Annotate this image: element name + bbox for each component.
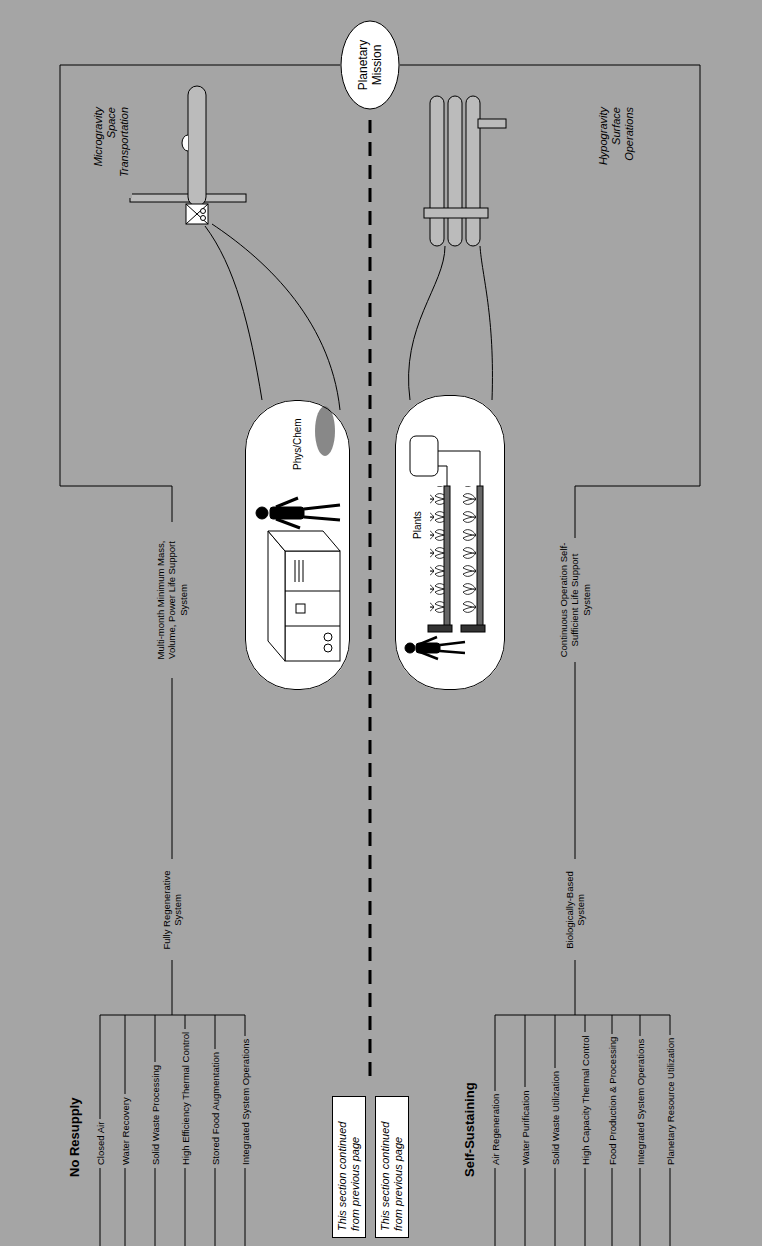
bubble-fill — [395, 395, 505, 690]
transport-vehicle — [130, 86, 246, 224]
plant-growth-hardware — [410, 436, 485, 632]
node-text: Phys/Chem — [292, 418, 304, 470]
capability-item: Water Purification — [520, 1087, 531, 1168]
habitat-bubble: Plants — [395, 395, 505, 690]
surface-habitat — [424, 96, 506, 246]
capability-item: Planetary Resource Utilization — [665, 1035, 676, 1168]
capability-item: Solid Waste Processing — [150, 1062, 161, 1168]
capability-item: Integrated System Operations — [240, 1036, 251, 1168]
continuation-box: This section continued from previous pag… — [375, 1096, 409, 1238]
capability-item: High Efficiency Thermal Control — [180, 1029, 191, 1168]
capability-item: Water Recovery — [120, 1094, 131, 1168]
capability-item: Closed Air — [95, 1119, 106, 1168]
phase-label: Hypogravity Surface Operations — [597, 104, 637, 198]
node-text: Planetary Mission — [356, 35, 385, 95]
capability-item: Integrated System Operations — [635, 1036, 646, 1168]
section-heading: No Resupply — [67, 1095, 83, 1180]
requirement-label: Multi-month Minimum Mass, Volume, Power … — [155, 522, 189, 678]
mission-ellipse: Planetary Mission — [340, 20, 400, 110]
habitat-bubble: Phys/Chem — [245, 400, 350, 690]
requirement-label: Continuous Operation Self-Sufficient Lif… — [558, 538, 592, 662]
crew-figure — [405, 637, 465, 659]
node-text: This section continued from previous pag… — [336, 1103, 362, 1231]
tree-lines — [60, 65, 700, 1246]
crew-figure — [256, 498, 340, 528]
system-label: Biologically-Based System — [564, 860, 587, 961]
system-label: Fully Regenerative System — [161, 860, 184, 961]
bubble-fill — [245, 400, 350, 690]
node-text: This section continued from previous pag… — [379, 1103, 405, 1231]
leader-lines — [205, 224, 492, 410]
capability-item: Stored Food Augmentation — [210, 1049, 221, 1168]
section-heading: Self-Sustaining — [462, 1079, 478, 1180]
physchem-hardware — [268, 406, 340, 661]
continuation-box: This section continued from previous pag… — [332, 1096, 366, 1238]
capability-item: Air Regeneration — [490, 1091, 501, 1168]
node-text: Plants — [412, 511, 424, 539]
phase-label: Microgravity Space Transportation — [92, 104, 132, 198]
divider-dashed — [369, 120, 372, 1076]
capability-item: Solid Waste Utilization — [550, 1068, 561, 1168]
capability-item: High Capacity Thermal Control — [580, 1032, 591, 1168]
capability-item: Food Production & Processing — [607, 1034, 618, 1168]
